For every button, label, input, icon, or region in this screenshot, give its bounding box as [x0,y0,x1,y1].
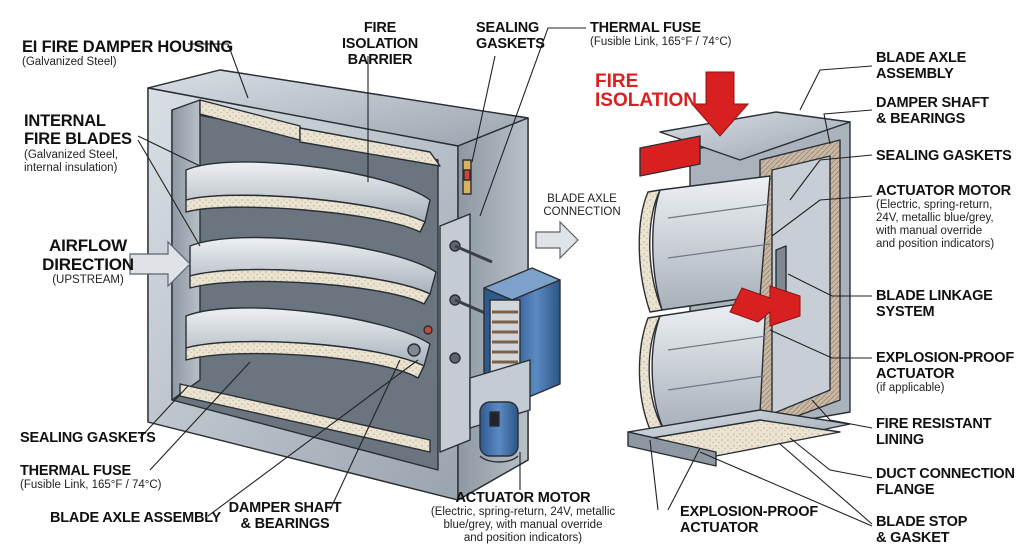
label-internal-fire-blades: INTERNAL FIRE BLADES (Galvanized Steel, … [24,112,132,175]
label-right-duct-flange-title: DUCT CONNECTION FLANGE [876,466,1015,499]
actuator-motor-part [469,267,561,463]
label-right-explosion-proof: EXPLOSION-PROOF ACTUATOR (if applicable) [876,350,1014,395]
label-blade-axle-assembly-left: BLADE AXLE ASSEMBLY [50,510,221,526]
right-blade-upper [638,175,771,313]
label-ei-fire-damper-housing: EI FIRE DAMPER HOUSING (Galvanized Steel… [22,38,233,69]
label-sealing-gaskets-left: SEALING GASKETS [20,430,156,446]
label-right-blade-axle-assembly: BLADE AXLE ASSEMBLY [876,50,966,82]
label-thermal-fuse-left: THERMAL FUSE (Fusible Link, 165°F / 74°C… [20,463,162,492]
blade-top [185,161,431,233]
label-right-actuator-motor: ACTUATOR MOTOR (Electric, spring-return,… [876,183,1011,251]
fire-isolation-red-band [639,135,701,177]
label-right-blade-axle-title: BLADE AXLE ASSEMBLY [876,50,967,83]
axle-connection-arrow-icon [535,220,579,260]
label-right-actuator-sub: (Electric, spring-return, 24V, metallic … [876,199,995,250]
leader-lines [137,27,873,527]
right-damper [627,111,851,467]
label-right-duct-flange: DUCT CONNECTION FLANGE [876,466,1015,498]
label-right-blade-stop-title: BLADE STOP & GASKET [876,514,968,547]
label-right-blade-linkage-title: BLADE LINKAGE SYSTEM [876,288,993,321]
label-damper-shaft-bottom-title: DAMPER SHAFT & BEARINGS [228,500,342,533]
label-ei-housing-title: EI FIRE DAMPER HOUSING [22,38,234,56]
label-damper-shaft-bearings-bottom: DAMPER SHAFT & BEARINGS [222,500,348,532]
fire-isolation-arrow-icon [690,71,750,137]
label-blade-axle-left-title: BLADE AXLE ASSEMBLY [50,510,222,526]
linkage-plate [439,213,493,453]
label-airflow-title: AIRFLOW DIRECTION [42,236,134,275]
label-thermal-fuse-top-title: THERMAL FUSE [590,20,701,36]
label-explosion-proof-bottom: EXPLOSION-PROOF ACTUATOR [680,504,818,536]
label-airflow-sub: (UPSTREAM) [52,274,124,287]
bottom-gasket-strip [179,383,431,453]
label-internal-blades-sub: (Galvanized Steel, internal insulation) [24,148,118,174]
label-sealing-gaskets-top-title: SEALING GASKETS [476,20,545,53]
label-thermal-fuse-left-sub: (Fusible Link, 165°F / 74°C) [20,479,162,492]
label-sealing-gaskets-top: SEALING GASKETS [476,20,545,52]
label-thermal-fuse-top-sub: (Fusible Link, 165°F / 74°C) [590,36,732,49]
thermal-fuse-part [462,159,472,195]
label-fire-isolation: FIRE ISOLATION [595,71,698,112]
left-damper [147,69,561,501]
label-thermal-fuse-left-title: THERMAL FUSE [20,463,131,479]
right-top-flange [659,111,851,161]
label-airflow-direction: AIRFLOW DIRECTION (UPSTREAM) [40,236,136,287]
barrier-insulation [299,127,441,167]
label-actuator-bottom-title: ACTUATOR MOTOR [455,490,591,506]
right-inner-panel [771,155,831,415]
label-fire-isolation-barrier-title: FIRE ISOLATION BARRIER [341,20,419,69]
label-fire-isolation-barrier: FIRE ISOLATION BARRIER [326,20,434,69]
label-right-blade-linkage: BLADE LINKAGE SYSTEM [876,288,993,320]
label-right-blade-stop: BLADE STOP & GASKET [876,514,967,546]
label-explosion-proof-bottom-title: EXPLOSION-PROOF ACTUATOR [680,504,818,537]
blade-bottom [185,307,431,379]
label-actuator-bottom-sub: (Electric, spring-return, 24V, metallic … [430,506,616,544]
label-ei-housing-sub: (Galvanized Steel) [22,56,117,69]
airflow-arrow-icon [129,240,191,288]
label-right-explosion-proof-title: EXPLOSION-PROOF ACTUATOR [876,350,1014,383]
gear-knob [407,325,433,357]
label-right-fire-lining: FIRE RESISTANT LINING [876,416,992,449]
label-internal-blades-title: INTERNAL FIRE BLADES [24,112,132,149]
label-right-sealing-gaskets-title: SEALING GASKETS [876,148,1012,164]
label-sealing-gaskets-left-title: SEALING GASKETS [20,430,156,446]
label-right-damper-shaft: DAMPER SHAFT & BEARINGS [876,95,989,127]
label-blade-axle-connection: BLADE AXLE CONNECTION [543,193,621,219]
label-right-fire-lining-title: FIRE RESISTANT LINING [876,416,992,449]
label-thermal-fuse-top: THERMAL FUSE (Fusible Link, 165°F / 74°C… [590,20,732,49]
label-actuator-motor-bottom: ACTUATOR MOTOR (Electric, spring-return,… [428,490,618,545]
label-right-sealing-gaskets: SEALING GASKETS [876,148,1012,164]
blade-middle [189,236,437,305]
red-flow-arrow-icon [729,285,801,327]
label-right-explosion-proof-sub: (if applicable) [876,382,945,395]
label-right-actuator-title: ACTUATOR MOTOR [876,183,1011,199]
label-right-damper-shaft-title: DAMPER SHAFT & BEARINGS [876,95,989,128]
